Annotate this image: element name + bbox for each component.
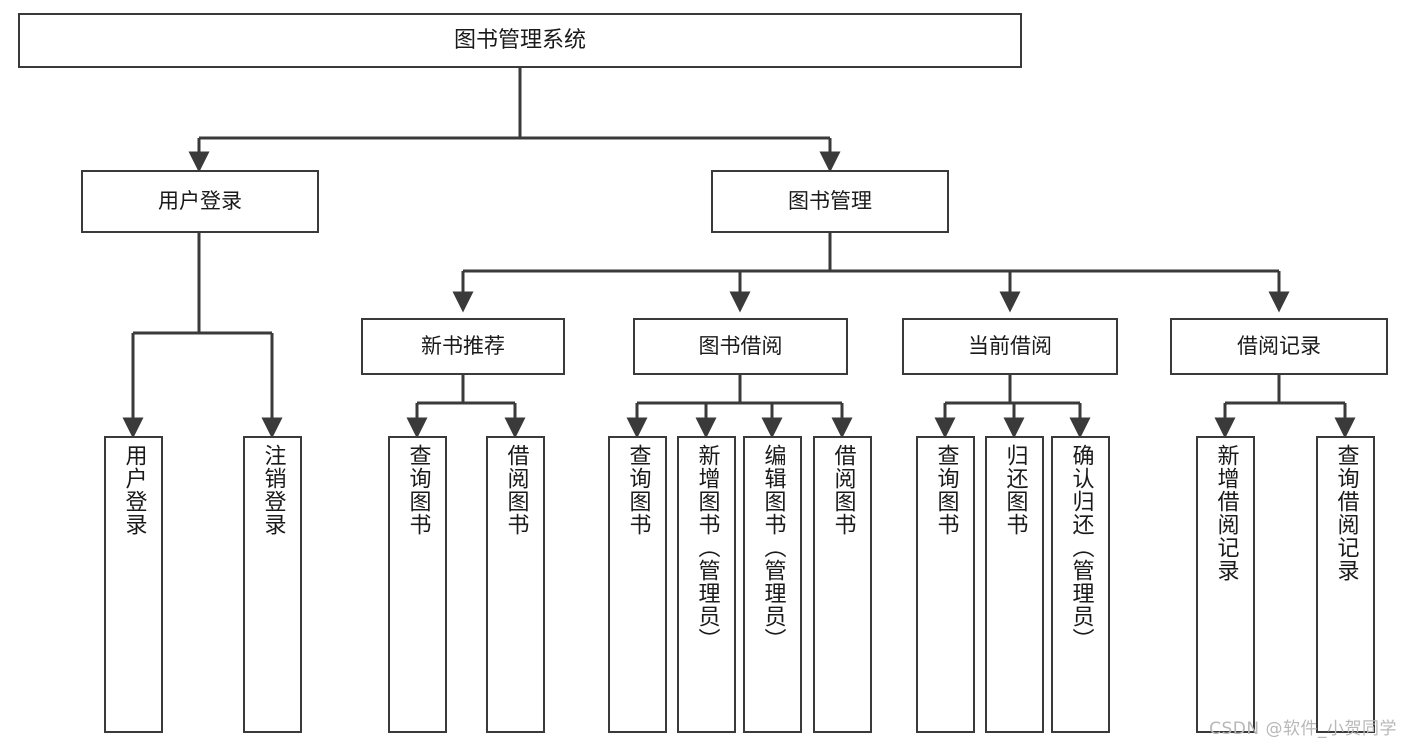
- node-current-borrow[interactable]: 当前借阅: [902, 318, 1118, 375]
- node-user-login[interactable]: 用户登录: [81, 170, 319, 233]
- node-label: 查询图书: [405, 444, 431, 536]
- node-label: 借阅图书: [503, 444, 529, 536]
- leaf-newbook-borrow-book[interactable]: 借阅图书: [486, 436, 545, 733]
- node-label: 新增借阅记录: [1213, 444, 1239, 582]
- leaf-currentborrow-query-book[interactable]: 查询图书: [916, 436, 975, 733]
- leaf-borrowrecord-add-record[interactable]: 新增借阅记录: [1196, 436, 1255, 733]
- node-label: 图书管理: [788, 189, 872, 214]
- node-label: 图书管理系统: [453, 27, 586, 53]
- node-label: 确认归还（管理员）: [1068, 444, 1094, 651]
- node-label: 新书推荐: [421, 334, 505, 359]
- node-label: 当前借阅: [968, 334, 1052, 359]
- leaf-bookborrow-query-book[interactable]: 查询图书: [608, 436, 667, 733]
- leaf-user-login-logout[interactable]: 注销登录: [243, 436, 302, 733]
- node-label: 图书借阅: [698, 334, 783, 359]
- node-label: 查询借阅记录: [1333, 444, 1359, 582]
- node-label: 注销登录: [260, 444, 286, 536]
- leaf-borrowrecord-query-record[interactable]: 查询借阅记录: [1316, 436, 1375, 733]
- leaf-newbook-query-book[interactable]: 查询图书: [388, 436, 447, 733]
- leaf-currentborrow-return-book[interactable]: 归还图书: [985, 436, 1044, 733]
- leaf-currentborrow-confirm-return[interactable]: 确认归还（管理员）: [1051, 436, 1110, 733]
- leaf-bookborrow-add-book[interactable]: 新增图书（管理员）: [677, 436, 736, 733]
- leaf-bookborrow-edit-book[interactable]: 编辑图书（管理员）: [743, 436, 802, 733]
- node-label: 编辑图书（管理员）: [760, 444, 786, 651]
- node-root-system[interactable]: 图书管理系统: [18, 13, 1022, 68]
- node-label: 新增图书（管理员）: [694, 444, 720, 651]
- node-label: 用户登录: [158, 189, 242, 214]
- node-book-borrow[interactable]: 图书借阅: [633, 318, 848, 375]
- csdn-watermark: CSDN @软件_小贺同学: [1209, 719, 1397, 739]
- node-new-book-recommend[interactable]: 新书推荐: [361, 318, 565, 375]
- node-borrow-record[interactable]: 借阅记录: [1170, 318, 1388, 375]
- leaf-bookborrow-borrow-book[interactable]: 借阅图书: [813, 436, 872, 733]
- node-label: 查询图书: [625, 444, 651, 536]
- node-label: 查询图书: [933, 444, 959, 536]
- leaf-user-login-login[interactable]: 用户登录: [104, 436, 163, 733]
- node-label: 用户登录: [121, 444, 147, 536]
- node-label: 归还图书: [1002, 444, 1028, 536]
- node-label: 借阅图书: [830, 444, 856, 536]
- node-book-management[interactable]: 图书管理: [711, 170, 949, 233]
- node-label: 借阅记录: [1237, 334, 1321, 359]
